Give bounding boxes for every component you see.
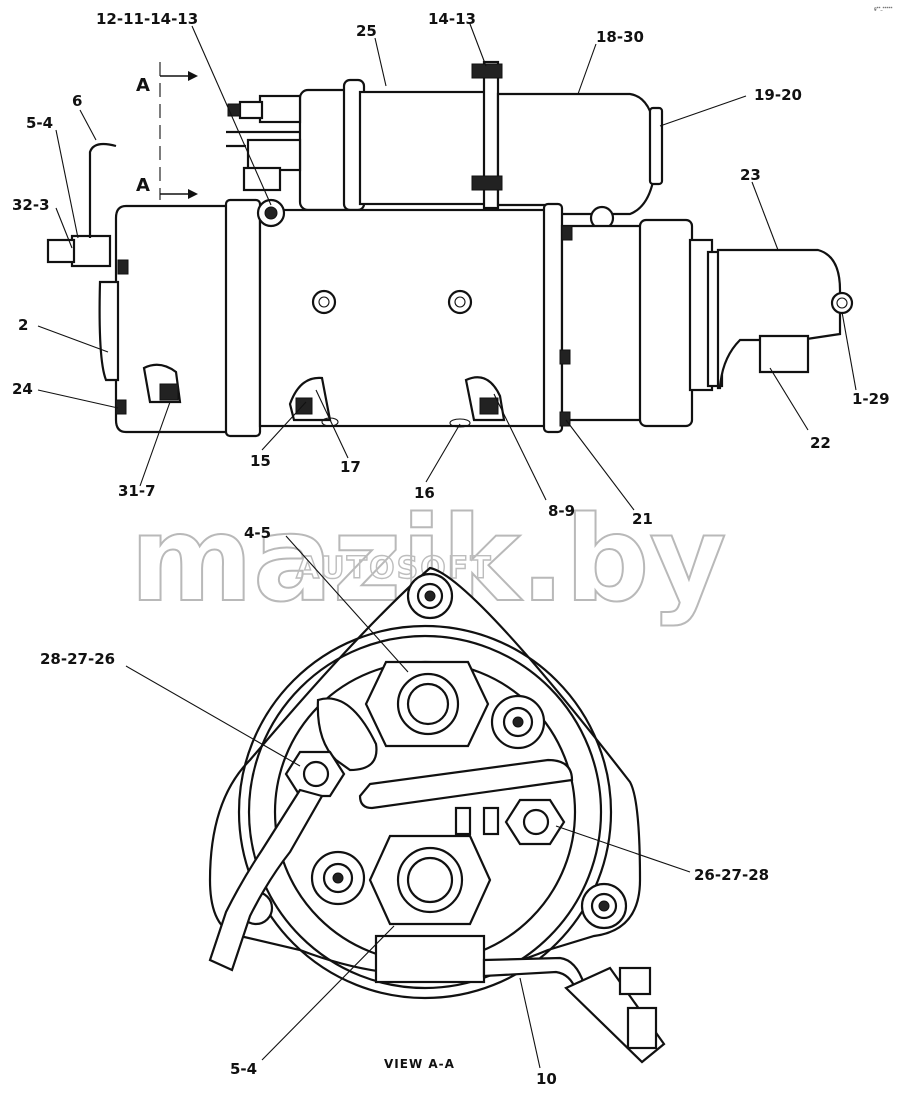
label-19-20: 19-20: [754, 86, 802, 104]
label-4-5: 4-5: [244, 524, 271, 542]
label-2: 2: [18, 316, 28, 334]
label-18-30: 18-30: [596, 28, 644, 46]
label-1-29: 1-29: [852, 390, 890, 408]
label-16: 16: [414, 484, 435, 502]
label-28-27-26: 28-27-26: [40, 650, 115, 668]
label-32-3: 32-3: [12, 196, 50, 214]
label-31-7: 31-7: [118, 482, 156, 500]
side-view: A A: [12, 10, 890, 528]
label-23: 23: [740, 166, 761, 184]
view-a-a: 4-5 28-27-26 26-27-28 5-4 10 VIEW A-A: [40, 524, 769, 1088]
label-26-27-28: 26-27-28: [694, 866, 769, 884]
label-17: 17: [340, 458, 361, 476]
label-10: 10: [536, 1070, 557, 1088]
label-12-11-14-13: 12-11-14-13: [96, 10, 198, 28]
section-mark-bottom: A: [136, 175, 150, 196]
label-24: 24: [12, 380, 33, 398]
label-14-13: 14-13: [428, 10, 476, 28]
label-22: 22: [810, 434, 831, 452]
label-5-4-bottom: 5-4: [230, 1060, 257, 1078]
label-8-9: 8-9: [548, 502, 575, 520]
label-15: 15: [250, 452, 271, 470]
motor-housing: [46, 142, 854, 438]
section-mark-top: A: [136, 75, 150, 96]
solenoid: [226, 60, 664, 231]
leader-lines-view: [125, 535, 691, 1069]
label-6: 6: [72, 92, 82, 110]
label-5-4-top: 5-4: [26, 114, 53, 132]
corner-mark: g**_*****: [874, 6, 893, 11]
section-line-a-a: A A: [136, 62, 198, 200]
label-21: 21: [632, 510, 653, 528]
view-caption: VIEW A-A: [384, 1057, 455, 1071]
label-25: 25: [356, 22, 377, 40]
watermark-sub: AUTOSOFT: [296, 551, 493, 586]
leader-lines-side: [37, 23, 857, 511]
